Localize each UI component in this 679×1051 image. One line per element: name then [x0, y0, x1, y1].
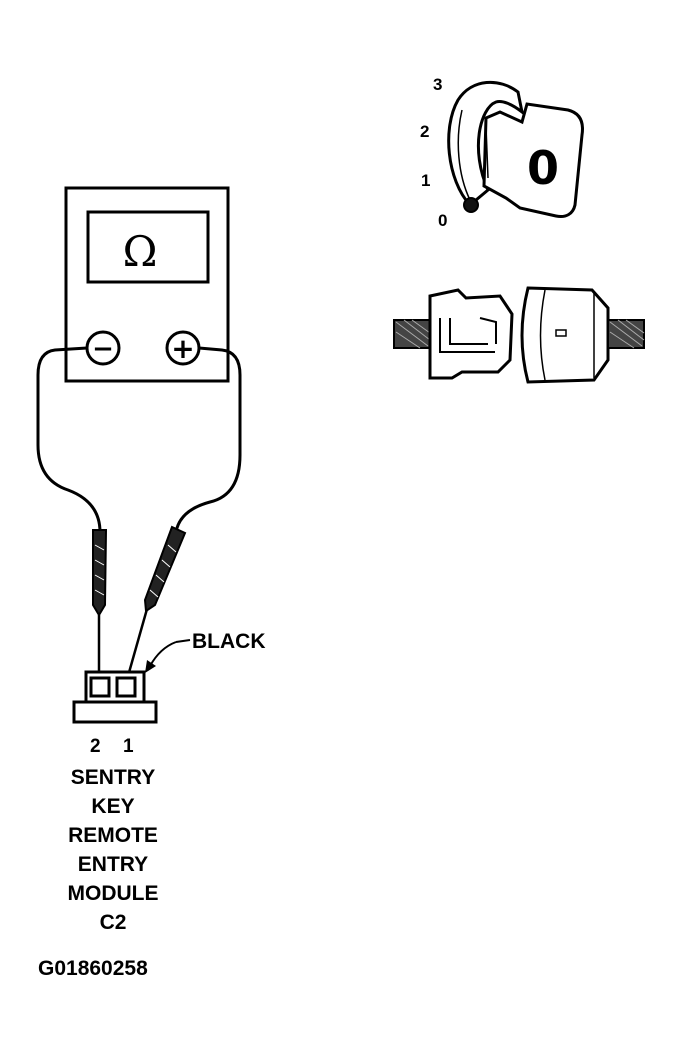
black-wire-label: BLACK — [192, 630, 266, 653]
plus-icon: + — [171, 332, 194, 365]
black-leader-arrow — [149, 641, 177, 667]
right-cylinder — [520, 286, 610, 384]
key-position-3: 3 — [433, 75, 443, 94]
positive-lead-wire — [174, 346, 242, 533]
black-leader-line — [175, 639, 191, 643]
module-label-line-1: SENTRY — [70, 766, 156, 789]
ohmmeter: Ω − + — [64, 186, 230, 383]
key-head-label: 0 — [527, 141, 559, 195]
arrow-icon — [145, 660, 156, 673]
minus-icon: − — [92, 334, 114, 364]
key-head — [482, 102, 584, 218]
connector-c2 — [72, 670, 158, 724]
negative-lead-wire — [36, 346, 102, 533]
ohmmeter-display — [86, 210, 210, 284]
module-label-line-6: C2 — [99, 911, 127, 934]
key-cylinder-drawing — [393, 286, 645, 384]
pin-number-2: 2 — [90, 736, 101, 757]
key-position-2: 2 — [420, 122, 430, 141]
module-label-line-2: KEY — [91, 795, 135, 818]
pin-2-cavity — [89, 676, 111, 698]
key-position-1: 1 — [421, 171, 431, 190]
module-label-line-5: MODULE — [67, 882, 159, 905]
positive-probe — [126, 525, 187, 677]
ohm-symbol: Ω — [123, 227, 158, 276]
connector-base — [72, 700, 158, 724]
key-position-0: 0 — [438, 211, 448, 230]
key-pivot — [463, 197, 479, 213]
pin-number-1: 1 — [123, 736, 134, 757]
negative-probe — [92, 529, 108, 676]
figure-id: G01860258 — [38, 957, 148, 980]
pin-1-cavity — [115, 676, 137, 698]
key-bow — [447, 80, 525, 208]
ignition-key-drawing: 0 — [447, 80, 584, 218]
module-label-line-4: ENTRY — [77, 853, 149, 876]
left-plug — [428, 288, 514, 380]
module-label-line-3: REMOTE — [68, 824, 158, 847]
